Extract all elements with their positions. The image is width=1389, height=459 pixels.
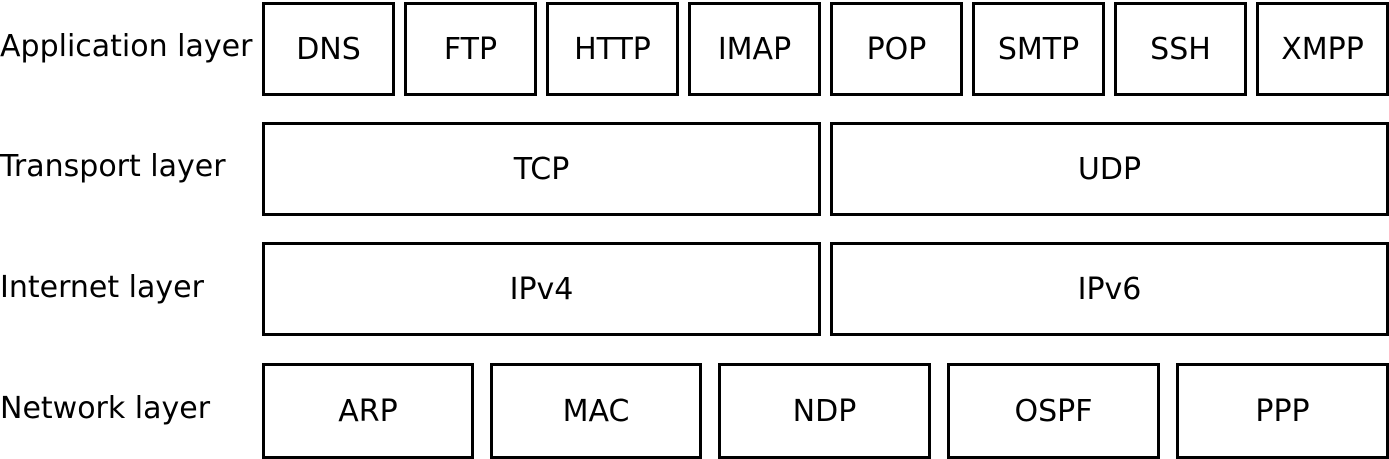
protocol-box-dns: DNS — [262, 2, 395, 96]
protocol-box-imap: IMAP — [688, 2, 821, 96]
protocol-box-ipv4: IPv4 — [262, 242, 821, 336]
protocol-box-mac: MAC — [490, 363, 702, 459]
protocol-box-ppp: PPP — [1176, 363, 1389, 459]
application-layer-label: Application layer — [0, 29, 253, 64]
protocol-box-smtp: SMTP — [972, 2, 1105, 96]
protocol-box-ndp: NDP — [718, 363, 931, 459]
protocol-box-xmpp: XMPP — [1256, 2, 1389, 96]
protocol-box-tcp: TCP — [262, 122, 821, 216]
protocol-box-udp: UDP — [830, 122, 1389, 216]
protocol-box-ssh: SSH — [1114, 2, 1247, 96]
transport-layer-label: Transport layer — [0, 149, 226, 184]
protocol-box-ospf: OSPF — [947, 363, 1160, 459]
network-layer-label: Network layer — [0, 391, 211, 426]
internet-layer-label: Internet layer — [0, 270, 204, 305]
protocol-box-pop: POP — [830, 2, 963, 96]
protocol-box-ipv6: IPv6 — [830, 242, 1389, 336]
protocol-box-ftp: FTP — [404, 2, 537, 96]
protocol-box-http: HTTP — [546, 2, 679, 96]
protocol-box-arp: ARP — [262, 363, 474, 459]
